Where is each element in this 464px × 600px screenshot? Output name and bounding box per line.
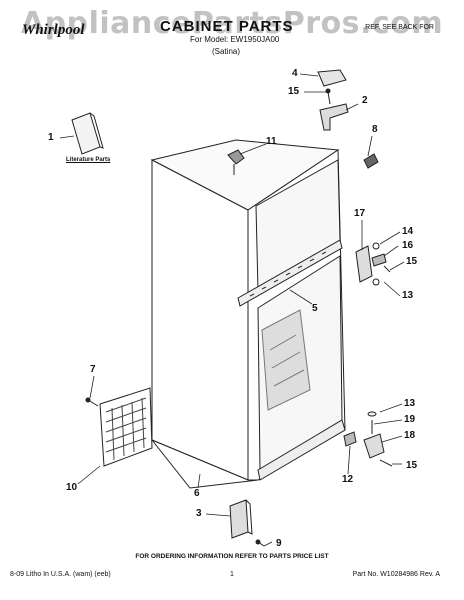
callout-7: 7 <box>90 364 96 375</box>
ordering-note: FOR ORDERING INFORMATION REFER TO PARTS … <box>135 553 329 560</box>
top-hinge <box>319 103 349 131</box>
callout-1: 1 <box>48 132 54 143</box>
page-title: CABINET PARTS <box>160 18 294 35</box>
cabinet-body <box>150 139 346 489</box>
callout-10: 10 <box>66 482 78 493</box>
brand-logo: Whirlpool <box>22 22 85 38</box>
callout-14: 14 <box>402 226 414 237</box>
litho-info: 8-09 Litho In U.S.A. (wam) (eeb) <box>10 571 111 578</box>
hinge-plug <box>363 153 379 169</box>
callout-13-bottom: 13 <box>404 398 416 409</box>
top-hinge-screw <box>325 88 331 105</box>
callout-11: 11 <box>266 136 277 147</box>
bottom-hinge-assembly <box>363 411 393 467</box>
callout-13-center: 13 <box>402 290 414 301</box>
rear-grille <box>99 387 153 467</box>
callout-8: 8 <box>372 124 378 135</box>
callout-4: 4 <box>292 68 298 79</box>
center-hinge-assembly <box>355 242 391 286</box>
literature-parts-label: Literature Parts <box>66 157 111 163</box>
watermark-text: AppliancePartsPros.com <box>20 6 444 41</box>
callout-19: 19 <box>404 414 416 425</box>
cabinet-top-plug <box>227 149 245 175</box>
callout-16: 16 <box>402 240 414 251</box>
part-number: Part No. W10284986 Rev. A <box>352 571 440 578</box>
page-number: 1 <box>230 571 234 578</box>
callout-18: 18 <box>404 430 416 441</box>
top-hinge-cover <box>317 69 347 87</box>
leveling-screw <box>255 539 265 547</box>
corner-note: REF. SEE BACK FOR <box>365 24 434 31</box>
model-number: For Model: EW1950JA00 <box>190 35 280 44</box>
literature-booklet <box>71 112 104 155</box>
callout-5: 5 <box>312 303 318 314</box>
callout-12: 12 <box>342 474 354 485</box>
callout-2: 2 <box>362 95 368 106</box>
hinge-shim <box>343 431 357 447</box>
callout-17: 17 <box>354 208 366 219</box>
callout-6: 6 <box>194 488 200 499</box>
callout-9: 9 <box>276 538 282 549</box>
callout-3: 3 <box>196 508 202 519</box>
leveling-bracket <box>229 499 253 539</box>
callout-15-top: 15 <box>288 86 300 97</box>
callout-15-bottom: 15 <box>406 460 418 471</box>
model-variant: (Satina) <box>212 47 241 56</box>
grille-screw <box>85 397 99 407</box>
callout-15-center: 15 <box>406 256 418 267</box>
leader-lines <box>59 73 405 547</box>
